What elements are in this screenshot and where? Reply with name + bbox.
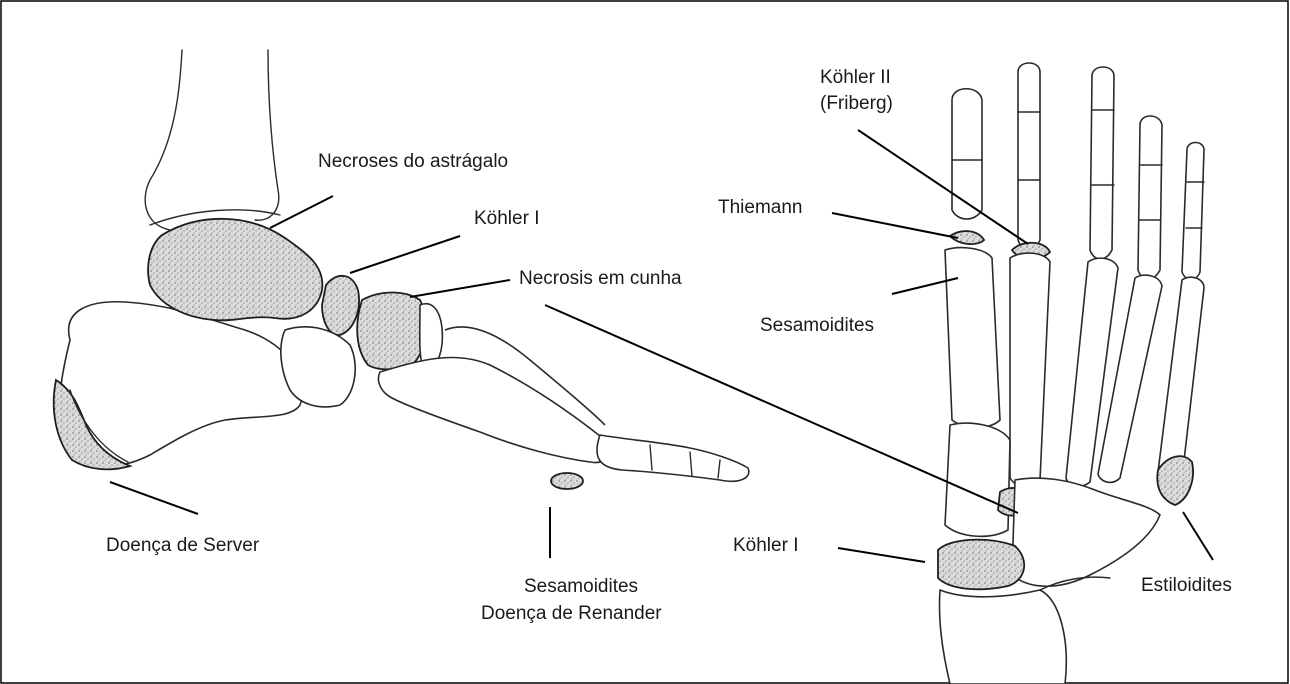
label-doenca-server: Doença de Server: [106, 535, 260, 556]
label-kohler-i-lateral: Köhler I: [474, 208, 539, 229]
toe-5: [1182, 143, 1204, 280]
label-friberg: (Friberg): [820, 93, 893, 114]
navicular-dorsal: [938, 540, 1024, 590]
leader-necrosis-cunha-left: [410, 280, 510, 297]
leader-kohler-i-lateral: [350, 236, 460, 273]
leader-estiloidites: [1183, 512, 1213, 560]
leader-necrosis-cunha-right: [545, 305, 1018, 513]
talus: [148, 219, 322, 321]
styloid-region: [1157, 456, 1193, 505]
toe-joints: [952, 110, 1204, 228]
toe-3: [1090, 67, 1114, 259]
label-estiloidites: Estiloidites: [1141, 575, 1232, 596]
hindfoot-dorsal: [939, 590, 1066, 684]
fibula-outline: [255, 50, 279, 220]
label-thiemann: Thiemann: [718, 197, 803, 218]
midfoot-tarsals: [1012, 478, 1160, 586]
label-sesamoidites-lateral: Sesamoidites: [524, 576, 638, 597]
hallux: [952, 89, 982, 219]
leader-necroses-astragalo: [270, 196, 333, 228]
label-kohler-i-dorsal: Köhler I: [733, 535, 798, 556]
metatarsal-2: [1010, 253, 1050, 487]
metatarsal-5: [1158, 277, 1204, 483]
leader-kohler-ii: [858, 130, 1028, 244]
medial-cuneiform: [945, 423, 1010, 536]
phalanges: [597, 435, 749, 481]
leader-thiemann: [832, 213, 958, 238]
toe-4: [1138, 116, 1162, 279]
metatarsal-1: [945, 248, 1000, 428]
label-kohler-ii: Köhler II: [820, 67, 891, 88]
cuneiform: [357, 293, 426, 370]
metatarsals: [379, 357, 610, 462]
leader-doenca-server: [110, 482, 198, 514]
leader-kohler-i-dorsal: [838, 548, 925, 562]
sesamoid-lateral: [551, 473, 583, 489]
label-necrosis-cunha: Necrosis em cunha: [519, 268, 682, 289]
tibia-outline: [145, 50, 182, 230]
label-sesamoidites-dorsal: Sesamoidites: [760, 315, 874, 336]
toe-2: [1018, 63, 1040, 249]
label-necroses-astragalo: Necroses do astrágalo: [318, 151, 508, 172]
navicular-lateral: [322, 276, 359, 335]
label-doenca-renander: Doença de Renander: [481, 603, 662, 624]
